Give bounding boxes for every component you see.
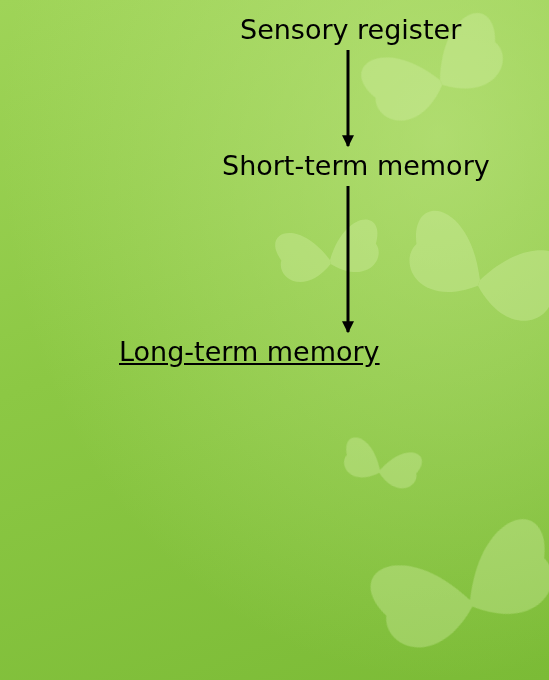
stage-label: Short-term memory: [222, 150, 490, 182]
stage-label: Sensory register: [240, 14, 461, 46]
flow-arrow: [347, 186, 350, 332]
memory-stage: Short-term memory: [218, 146, 494, 186]
stage-label: Long-term memory: [119, 336, 380, 368]
flow-arrow: [347, 50, 350, 146]
memory-stage: Long-term memory: [115, 332, 384, 372]
memory-stage: Sensory register: [236, 10, 465, 50]
